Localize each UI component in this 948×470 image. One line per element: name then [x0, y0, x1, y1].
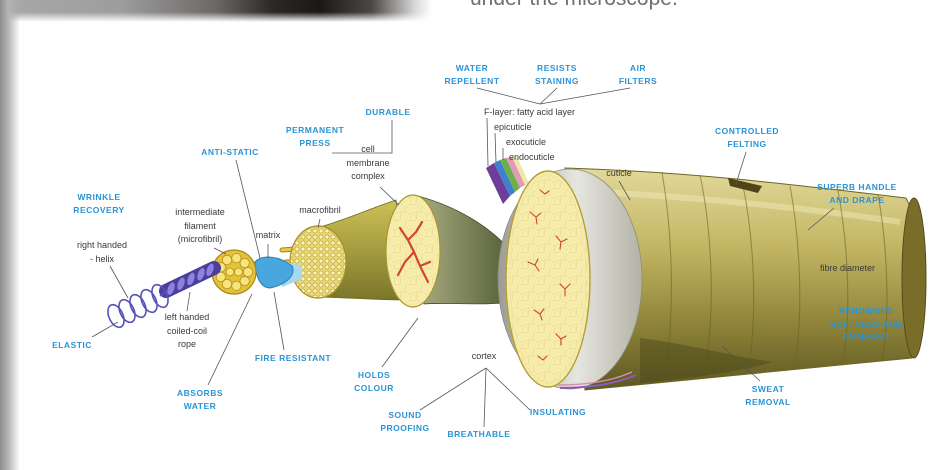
label-f-layer: F-layer: fatty acid layer: [484, 106, 575, 120]
leader-breathable: [484, 368, 486, 427]
label-fire-resistant: FIRE RESISTANT: [255, 352, 331, 365]
leader-insulating: [486, 368, 530, 410]
leader-sound-proofing: [420, 368, 486, 410]
label-anti-static: ANTI-STATIC: [201, 146, 259, 159]
leader-fire-resistant: [274, 292, 284, 350]
protofibril: [243, 267, 252, 276]
label-permanent-press: PERMANENT PRESS: [286, 124, 344, 149]
label-cortex: cortex: [472, 350, 497, 364]
label-endocuticle: endocuticle: [509, 151, 555, 165]
label-wrinkle-recovery: WRINKLE RECOVERY: [73, 191, 124, 216]
leader-f-layer: [487, 118, 488, 166]
protofibril: [232, 281, 241, 290]
label-right-handed-helix: right handed - helix: [77, 239, 127, 266]
label-macrofibril: macrofibril: [299, 204, 341, 218]
label-cuticle: cuticle: [606, 167, 632, 181]
cortex-face: [506, 171, 590, 387]
label-fibre-diameter: fibre diameter: [820, 262, 875, 276]
leader-right-handed-helix: [110, 266, 128, 298]
leader-air-filters: [540, 88, 630, 104]
leader-elastic: [92, 322, 118, 337]
label-sweat-removal: SWEAT REMOVAL: [745, 383, 790, 408]
leader-water-repellent: [477, 88, 540, 104]
helix-loop: [105, 302, 128, 330]
fibre-end-cap: [902, 198, 926, 358]
label-left-handed-rope: left handed coiled-coil rope: [165, 311, 210, 352]
label-sound-proofing: SOUND PROOFING: [380, 409, 429, 434]
label-absorbs-water: ABSORBS WATER: [177, 387, 223, 412]
label-superb-handle: SUPERB HANDLE AND DRAPE: [817, 181, 897, 206]
leader-absorbs-water: [208, 294, 252, 385]
label-controlled-felting: CONTROLLED FELTING: [715, 125, 779, 150]
protofibril: [240, 276, 249, 285]
label-matrix: matrix: [256, 229, 281, 243]
helix-loop: [127, 292, 150, 320]
leader-holds-colour: [382, 318, 418, 367]
helix-loop: [138, 287, 161, 315]
helix-loop: [116, 297, 139, 325]
leader-epicuticle: [495, 133, 496, 162]
label-exocuticle: exocuticle: [506, 136, 546, 150]
leader-anti-static: [236, 160, 260, 258]
label-resists-staining: RESISTS STAINING: [535, 62, 579, 87]
label-water-repellent: WATER REPELLENT: [444, 62, 499, 87]
label-intermediate-filament: intermediate filament (microfibril): [175, 206, 225, 247]
protofibril: [232, 254, 241, 263]
protofibril: [235, 268, 243, 276]
label-cell-membrane-complex: cell membrane complex: [346, 143, 389, 184]
macrofibril-face: [290, 226, 346, 298]
leader-left-handed-rope: [187, 292, 190, 311]
label-renowned-softness: RENOWNED SOFTNESS AND COMFORT: [830, 305, 902, 343]
rope-twists: [166, 263, 215, 296]
label-holds-colour: HOLDS COLOUR: [354, 369, 394, 394]
leader-intermediate-filament: [214, 248, 226, 254]
protofibril: [226, 268, 234, 276]
label-epicuticle: epicuticle: [494, 121, 532, 135]
label-air-filters: AIR FILTERS: [619, 62, 657, 87]
protofibril: [240, 258, 249, 267]
label-elastic: ELASTIC: [52, 339, 92, 352]
label-breathable: BREATHABLE: [448, 428, 511, 441]
label-durable: DURABLE: [365, 106, 410, 119]
label-insulating: INSULATING: [530, 406, 586, 419]
protofibril: [222, 255, 231, 264]
